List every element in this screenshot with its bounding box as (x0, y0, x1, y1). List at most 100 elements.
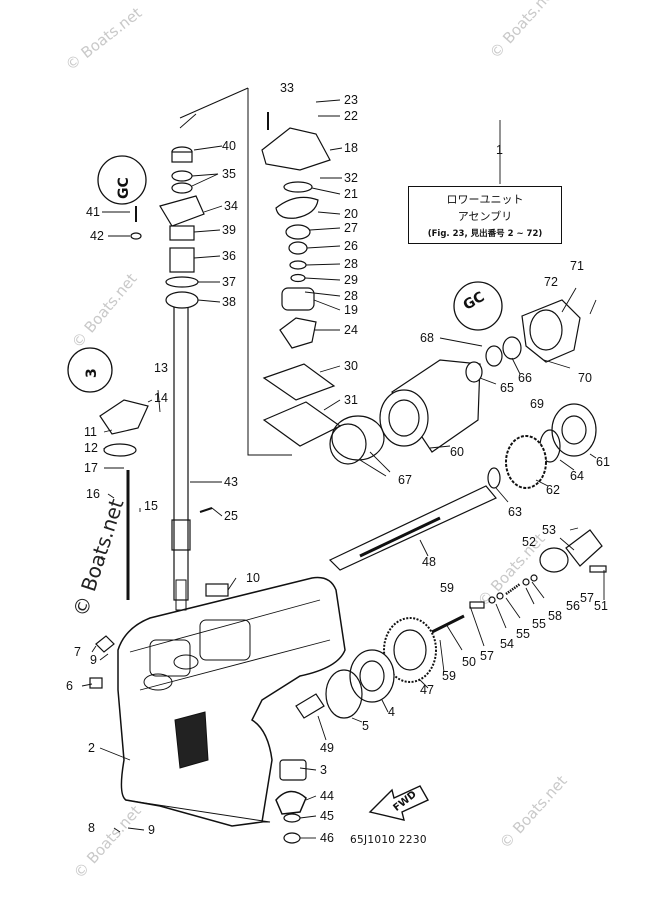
callout-58: 58 (548, 609, 562, 623)
callout-13: 13 (154, 361, 168, 375)
part-60 (391, 359, 481, 453)
callout-55b: 55 (532, 617, 546, 631)
callout-25: 25 (224, 509, 238, 523)
callout-6: 6 (66, 679, 73, 693)
part-47 (383, 617, 437, 683)
part-4 (349, 649, 395, 703)
group-bracket-line (247, 88, 292, 456)
part-45 (283, 813, 301, 823)
callout-10: 10 (246, 571, 260, 585)
part-31 (262, 401, 342, 447)
part-57b (589, 565, 607, 573)
callout-70: 70 (578, 371, 592, 385)
callout-43: 43 (224, 475, 238, 489)
fwd-arrow-icon (368, 785, 429, 821)
callout-48: 48 (422, 555, 436, 569)
callout-60: 60 (450, 445, 464, 459)
callout-62: 62 (546, 483, 560, 497)
callout-31: 31 (344, 393, 358, 407)
part-42 (130, 232, 142, 240)
callout-8: 8 (88, 821, 95, 835)
part-11 (99, 399, 149, 435)
part-19 (281, 287, 315, 311)
callout-69: 69 (530, 397, 544, 411)
part-21 (283, 181, 313, 193)
callout-42: 42 (90, 229, 104, 243)
callout-65: 65 (500, 381, 514, 395)
callout-34: 34 (224, 199, 238, 213)
drawing-code: 65J1010 2230 (350, 834, 427, 846)
part-5 (325, 669, 363, 719)
assembly-title-line2: アセンブリ (457, 211, 513, 223)
part-53 (565, 529, 603, 567)
assembly-title-box: ロワーユニット アセンブリ (Fig. 23, 見出番号 2 ~ 72) (408, 186, 562, 244)
callout-53: 53 (542, 523, 556, 537)
part-24 (279, 317, 317, 349)
callout-5: 5 (362, 719, 369, 733)
part-52 (539, 547, 569, 573)
callout-38: 38 (222, 295, 236, 309)
part-26 (288, 241, 308, 255)
part-18 (261, 127, 331, 171)
part-62 (505, 435, 547, 489)
callout-41: 41 (86, 205, 100, 219)
callout-63: 63 (508, 505, 522, 519)
part-66 (502, 336, 522, 360)
assembly-title-line1: ロワーユニット (446, 194, 524, 206)
callout-27: 27 (344, 221, 358, 235)
callout-29: 29 (344, 273, 358, 287)
callout-21: 21 (344, 187, 358, 201)
callout-1: 1 (496, 143, 503, 157)
callout-52: 52 (522, 535, 536, 549)
callout-16: 16 (86, 487, 100, 501)
callout-32: 32 (344, 171, 358, 185)
callout-17: 17 (84, 461, 98, 475)
part-49 (295, 693, 325, 719)
part-6 (89, 677, 103, 689)
part-12 (103, 443, 137, 457)
callout-67: 67 (398, 473, 412, 487)
part-50 (431, 614, 465, 634)
callout-51: 51 (594, 599, 608, 613)
part-36 (169, 247, 195, 273)
part-70 (521, 299, 581, 363)
callout-28a: 28 (344, 257, 358, 271)
shaft-group-bracket (179, 87, 249, 119)
callout-14: 14 (154, 391, 168, 405)
part-46 (283, 832, 301, 844)
callout-3: 3 (320, 763, 327, 777)
assembly-title-line3: (Fig. 23, 見出番号 2 ~ 72) (427, 229, 543, 239)
callout-19: 19 (344, 303, 358, 317)
callout-56: 56 (566, 599, 580, 613)
part-37 (165, 276, 199, 288)
part-3 (279, 759, 307, 781)
callout-72: 72 (544, 275, 558, 289)
callout-36: 36 (222, 249, 236, 263)
callout-50: 50 (462, 655, 476, 669)
callout-44: 44 (320, 789, 334, 803)
callout-28b: 28 (344, 289, 358, 303)
gc-badge-right (453, 281, 503, 331)
callout-49: 49 (320, 741, 334, 755)
callout-66: 66 (518, 371, 532, 385)
callout-9a: 9 (90, 653, 97, 667)
callout-23: 23 (344, 93, 358, 107)
callout-40: 40 (222, 139, 236, 153)
part-67 (331, 415, 385, 461)
callout-68: 68 (420, 331, 434, 345)
part-10 (205, 583, 229, 597)
callout-46: 46 (320, 831, 334, 845)
callout-11: 11 (84, 425, 97, 439)
callout-54: 54 (500, 637, 514, 651)
callout-30: 30 (344, 359, 358, 373)
callout-59b: 59 (442, 669, 456, 683)
gc-badge-left (97, 155, 147, 205)
callout-4: 4 (388, 705, 395, 719)
callout-26: 26 (344, 239, 358, 253)
callout-7: 7 (74, 645, 81, 659)
part-61 (551, 403, 597, 457)
part-7 (95, 635, 115, 653)
three-badge (67, 347, 113, 393)
callout-55a: 55 (516, 627, 530, 641)
